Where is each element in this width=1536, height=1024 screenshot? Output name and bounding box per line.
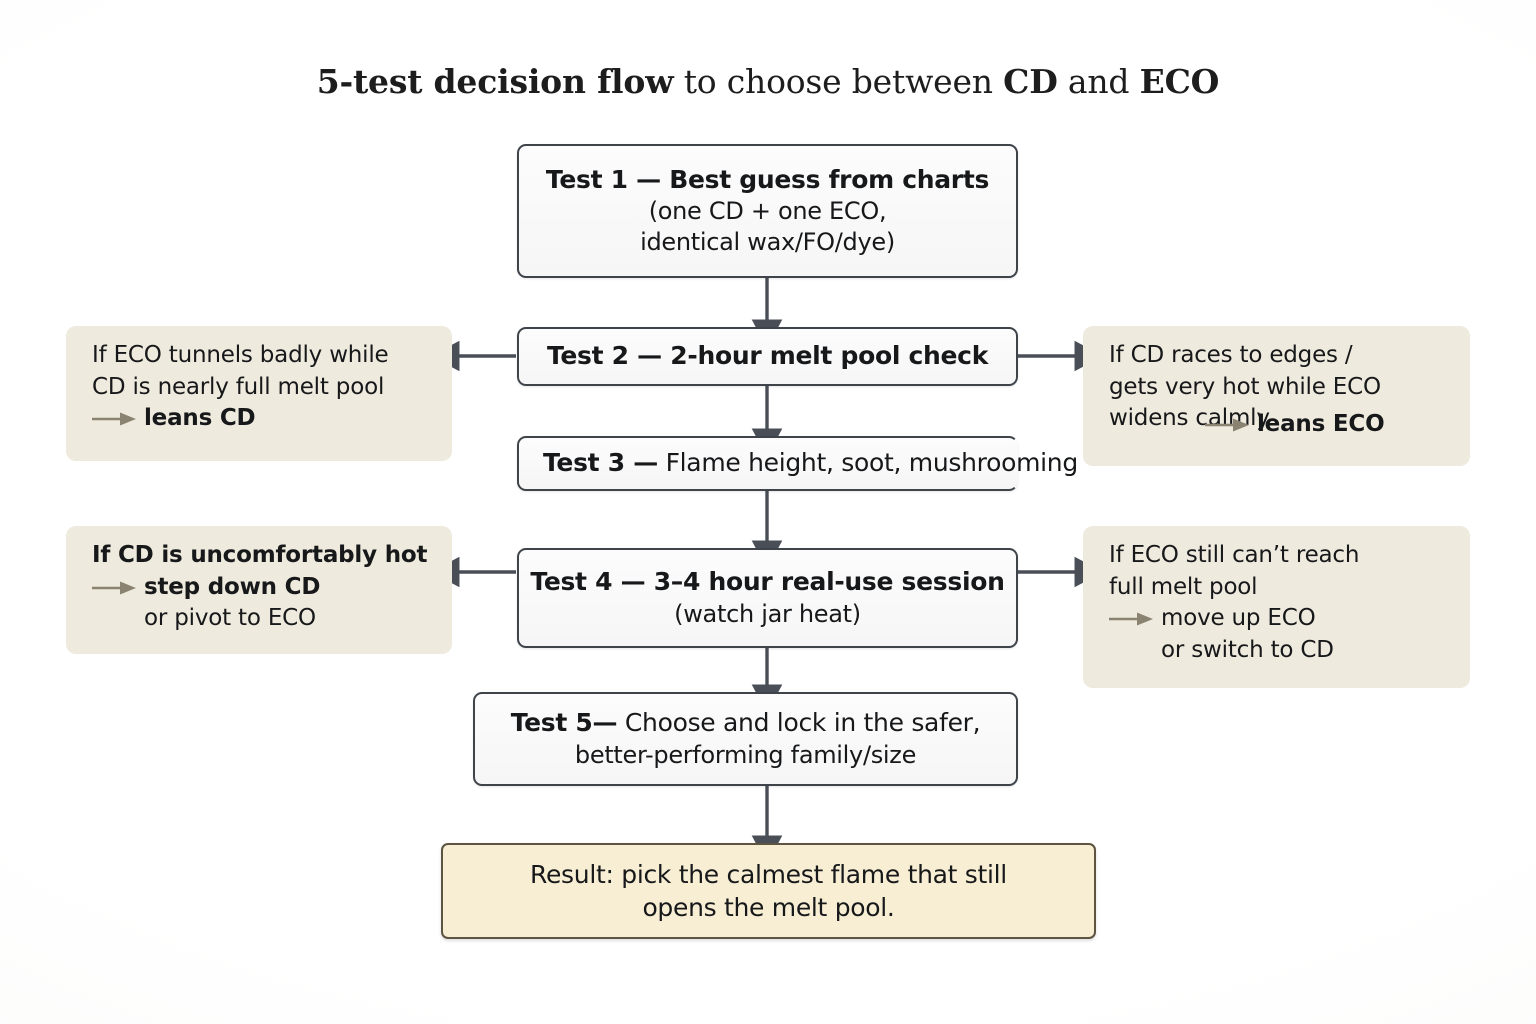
page-title-cd: CD [1003, 62, 1058, 101]
note-right-bottom: If ECO still can’t reach full melt pool … [1083, 526, 1470, 688]
note-left-top-line-2: CD is nearly full melt pool [92, 373, 385, 400]
note-left-bottom: If CD is uncomfortably hot step down CD … [66, 526, 452, 654]
result-line-1: Result: pick the calmest flame that stil… [530, 860, 1007, 889]
note-left-bottom-alt: or pivot to ECO [144, 605, 316, 632]
step-box-test-5[interactable]: Test 5— Choose and lock in the safer, be… [473, 692, 1018, 786]
note-left-top: If ECO tunnels badly while CD is nearly … [66, 326, 452, 461]
note-right-top-line-2: gets very hot while ECO [1109, 373, 1381, 400]
step-box-test-3[interactable]: Test 3 — Flame height, soot, mushrooming [517, 436, 1078, 491]
long-arrow-right-icon [1205, 418, 1249, 432]
step-1-subline-1: (one CD + one ECO, [648, 197, 887, 226]
result-box[interactable]: Result: pick the calmest flame that stil… [441, 843, 1096, 939]
note-right-top: If CD races to edges / gets very hot whi… [1083, 326, 1470, 466]
page-title-mid: to choose between [673, 62, 1004, 101]
long-arrow-right-icon [1109, 612, 1153, 626]
note-right-bottom-line-1: If ECO still can’t reach [1109, 542, 1360, 568]
note-right-bottom-result: move up ECO [1161, 605, 1316, 632]
note-right-bottom-line-2: full melt pool [1109, 573, 1258, 600]
note-left-bottom-line-1: If CD is uncomfortably hot [92, 540, 434, 572]
note-right-top-conclusion: leans ECO [1109, 409, 1452, 441]
note-right-bottom-conclusion: move up ECO [1109, 603, 1452, 635]
step-1-heading: Test 1 — Best guess from charts [545, 164, 990, 194]
page-title-lead: 5-test decision flow [316, 62, 674, 101]
step-3-heading-bold: Test 3 — [543, 448, 658, 478]
page-title-eco: ECO [1139, 62, 1220, 101]
note-right-top-line-1: If CD races to edges / [1109, 342, 1353, 368]
step-5-subline-1: better-performing family/size [574, 740, 917, 769]
page-title: 5-test decision flow to choose between C… [0, 62, 1536, 101]
long-arrow-right-icon [92, 412, 136, 426]
step-2-heading: Test 2 — 2-hour melt pool check [546, 341, 989, 371]
step-5-heading: Test 5— Choose and lock in the safer, [511, 707, 981, 740]
result-line-2: opens the melt pool. [642, 893, 895, 922]
step-box-test-1[interactable]: Test 1 — Best guess from charts (one CD … [517, 144, 1018, 278]
step-5-heading-regular: Choose and lock in the safer, [617, 708, 981, 738]
long-arrow-right-icon [92, 581, 136, 595]
note-left-top-conclusion: leans CD [92, 403, 434, 435]
note-left-bottom-condition: If CD is uncomfortably hot [92, 542, 428, 568]
step-1-subline-2: identical wax/FO/dye) [640, 228, 895, 257]
note-left-bottom-conclusion: step down CD [92, 572, 434, 604]
step-4-subline-1: (watch jar heat) [674, 599, 861, 628]
step-3-heading-regular: Flame height, soot, mushrooming [657, 448, 1079, 478]
step-5-heading-bold: Test 5— [510, 708, 618, 738]
note-right-bottom-alt: or switch to CD [1161, 637, 1334, 664]
note-left-top-result: leans CD [144, 405, 256, 432]
note-left-bottom-result: step down CD [144, 573, 321, 600]
note-left-top-line-1: If ECO tunnels badly while [92, 342, 389, 368]
step-4-heading: Test 4 — 3–4 hour real-use session [530, 567, 1005, 597]
step-box-test-2[interactable]: Test 2 — 2-hour melt pool check [517, 327, 1018, 386]
step-3-heading: Test 3 — Flame height, soot, mushrooming [543, 447, 1078, 480]
page-title-and: and [1057, 62, 1140, 101]
step-box-test-4[interactable]: Test 4 — 3–4 hour real-use session (watc… [517, 548, 1018, 648]
note-right-top-result: leans ECO [1257, 411, 1385, 438]
